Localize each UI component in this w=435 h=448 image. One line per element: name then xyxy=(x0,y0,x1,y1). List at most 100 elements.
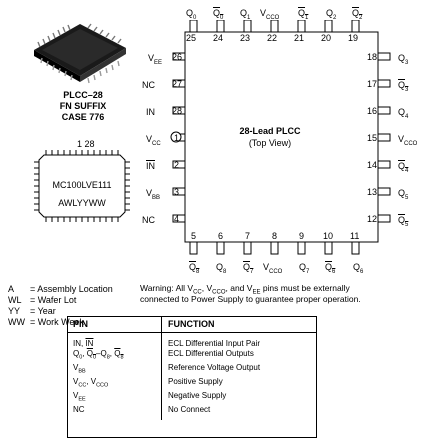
bottom-pin-num-11: 11 xyxy=(350,231,360,241)
bottom-pin-num-7: 7 xyxy=(245,231,251,241)
marking-pin-number: 1 28 xyxy=(77,139,95,149)
bottom-pin-name-7: Q7 xyxy=(243,262,254,275)
bottom-pin-name-10: Q6 xyxy=(325,262,336,275)
top-pin-name-19: Q2 xyxy=(352,8,363,21)
top-pin-name-24: Q0 xyxy=(213,8,224,21)
warning-sub-a: CC xyxy=(193,289,202,296)
pin-cell: Q0, Q0–Q8, Q8 xyxy=(67,349,162,364)
right-pin-num-12: 12 xyxy=(367,214,378,224)
function-cell: Reference Voltage Output xyxy=(168,363,261,373)
legend-desc: = Year xyxy=(30,306,56,316)
top-pin-num-21: 21 xyxy=(294,33,305,43)
warning-sub-b: CCO xyxy=(212,289,226,296)
warning-text-d: pins must be externally xyxy=(260,283,350,293)
bottom-pin-num-10: 10 xyxy=(323,231,334,241)
marking-text: MC100LVE111 AWLYYWW xyxy=(40,180,124,208)
top-pin-num-22: 22 xyxy=(267,33,278,43)
function-cell: No Connect xyxy=(168,405,211,415)
pin-cell: VEE xyxy=(67,391,162,406)
pin-cell: VCC, VCCO xyxy=(67,377,162,392)
warning-text-b: , V xyxy=(201,283,213,293)
right-pin-name-15: VCCO xyxy=(398,134,418,147)
legend-code: WL xyxy=(8,295,22,305)
function-cell: Negative Supply xyxy=(168,391,227,401)
plcc-chip-illustration xyxy=(34,23,126,84)
right-pin-num-14: 14 xyxy=(367,160,378,170)
top-pin-name-25: Q0 xyxy=(186,8,197,21)
legend-row-2: WL = Wafer Lot xyxy=(8,295,76,305)
header-pin: PIN xyxy=(67,316,162,333)
left-pin-name-28: IN xyxy=(146,107,155,117)
bottom-pin-name-11: Q6 xyxy=(353,262,364,275)
right-pin-name-18: Q3 xyxy=(398,53,409,66)
right-pin-name-13: Q5 xyxy=(398,188,409,201)
legend-row-3: YY = Year xyxy=(8,306,56,316)
top-pin-name-22: VCCO xyxy=(260,8,280,21)
table-row: VBB Reference Voltage Output xyxy=(67,363,317,378)
function-table: PIN FUNCTION IN, IN ECL Differential Inp… xyxy=(67,316,317,420)
right-pin-name-12: Q5 xyxy=(398,215,409,228)
pin-cell: IN, IN xyxy=(67,332,162,350)
bottom-pin-name-6: Q8 xyxy=(216,262,227,275)
table-row: VEE Negative Supply xyxy=(67,391,317,406)
package-label-line2: FN SUFFIX xyxy=(59,101,107,111)
left-pin-num-27: 27 xyxy=(172,79,183,89)
marking-pin-28: 28 xyxy=(84,139,95,149)
warning-text-a: Warning: All V xyxy=(140,283,194,293)
marking-diagram-outline xyxy=(34,150,130,222)
right-pin-num-13: 13 xyxy=(367,187,378,197)
left-pin-name-4: NC xyxy=(142,215,155,225)
legend-code: A xyxy=(8,284,15,294)
legend-row-1: A= Assembly Location xyxy=(8,284,113,294)
right-pin-num-18: 18 xyxy=(367,52,378,62)
bottom-pin-name-8: VCCO xyxy=(263,262,283,275)
top-pin-name-23: Q1 xyxy=(240,8,251,21)
right-pin-name-16: Q4 xyxy=(398,107,409,120)
left-pin-num-28: 28 xyxy=(172,106,183,116)
left-pin-num-26: 26 xyxy=(172,52,183,62)
diagram-title: 28-Lead PLCC xyxy=(239,126,301,136)
top-pin-num-25: 25 xyxy=(186,33,197,43)
bottom-pin-name-9: Q7 xyxy=(299,262,310,275)
right-pin-name-17: Q3 xyxy=(398,80,409,93)
legend-code: WW xyxy=(8,317,25,327)
diagram-subtitle: (Top View) xyxy=(248,138,292,148)
legend-desc: = Work Week xyxy=(30,317,84,327)
bottom-pin-name-5: Q8 xyxy=(189,262,200,275)
package-label-line1: PLCC–28 xyxy=(63,90,103,100)
bottom-pin-num-9: 9 xyxy=(299,231,305,241)
left-pin-name-1: VCC xyxy=(146,134,161,147)
function-cell: Positive Supply xyxy=(168,377,223,387)
warning-sub-c: EE xyxy=(252,289,261,296)
legend-desc: = Wafer Lot xyxy=(30,295,77,305)
left-pin-num-2: 2 xyxy=(174,160,180,170)
warning-text-c: , and V xyxy=(225,283,253,293)
legend-code: YY xyxy=(8,306,21,316)
right-pin-num-15: 15 xyxy=(367,133,378,143)
top-pin-name-20: Q2 xyxy=(326,8,337,21)
bottom-pin-num-6: 6 xyxy=(218,231,224,241)
bottom-pin-num-8: 8 xyxy=(272,231,278,241)
left-pin-name-2-text: IN xyxy=(146,161,155,171)
right-pin-num-17: 17 xyxy=(367,79,378,89)
left-pin-num-4: 4 xyxy=(174,214,180,224)
left-pin-num-1: 1 xyxy=(174,133,180,143)
right-pin-num-16: 16 xyxy=(367,106,378,116)
table-row: NC No Connect xyxy=(67,405,317,420)
top-pin-num-23: 23 xyxy=(240,33,251,43)
right-pin-name-14: Q4 xyxy=(398,161,409,174)
left-pin-name-27: NC xyxy=(142,80,155,90)
pin-cell: NC xyxy=(67,405,162,420)
top-pin-name-21: Q1 xyxy=(298,8,309,21)
pinout-outline xyxy=(170,20,391,255)
marking-line2: AWLYYWW xyxy=(58,198,106,208)
top-pin-num-19: 19 xyxy=(348,33,359,43)
table-row: VCC, VCCO Positive Supply xyxy=(67,377,317,392)
left-pin-name-26: VEE xyxy=(148,53,163,66)
pin-cell: VBB xyxy=(67,363,162,378)
left-pin-num-3: 3 xyxy=(174,187,180,197)
table-row: IN, IN ECL Differential Input Pair xyxy=(67,332,317,350)
top-pin-num-24: 24 xyxy=(213,33,224,43)
package-label: PLCC–28 FN SUFFIX CASE 776 xyxy=(38,90,128,123)
table-row: Q0, Q0–Q8, Q8 ECL Differential Outputs xyxy=(67,349,317,364)
